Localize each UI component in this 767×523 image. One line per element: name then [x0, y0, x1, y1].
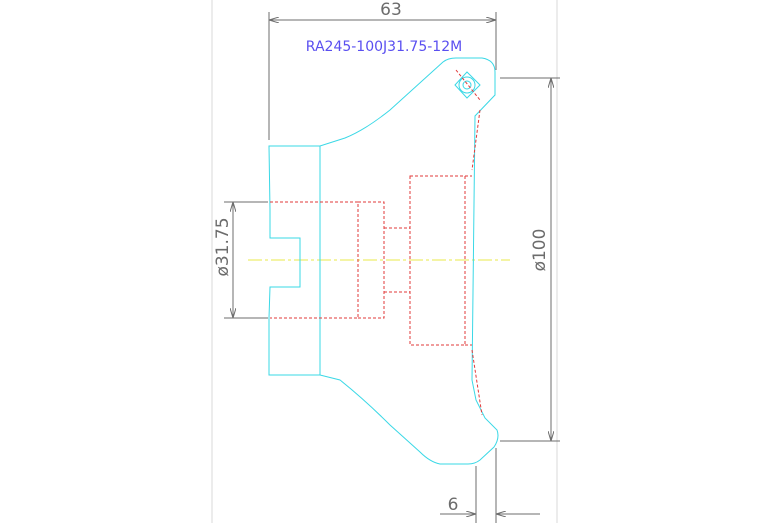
insert-screw: [454, 71, 481, 99]
overall-length-label: 63: [380, 0, 402, 20]
drawing-frame: [211, 0, 558, 523]
outer-diameter-label: ø100: [530, 229, 550, 272]
cutter-body-outline: [268, 57, 499, 465]
insert-offset-label: 6: [448, 495, 459, 515]
bore-diameter-label: ø31.75: [213, 217, 233, 276]
hidden-lines: [270, 69, 483, 416]
part-number-title: RA245-100J31.75-12M: [306, 39, 462, 55]
dimension-lines: [224, 12, 560, 523]
